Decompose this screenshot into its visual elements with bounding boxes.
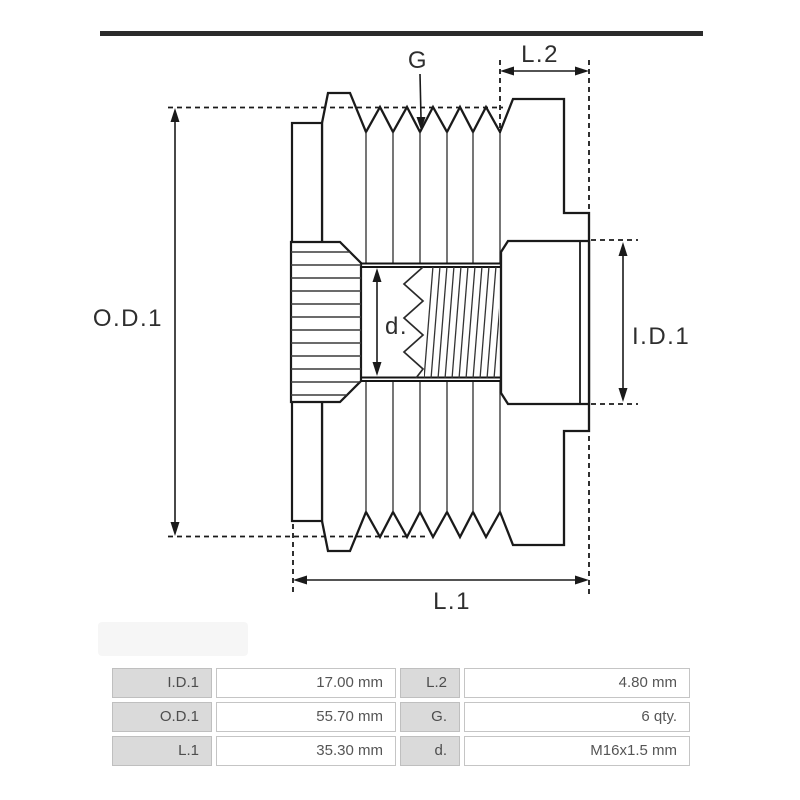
- dimension-d: d.: [372, 268, 408, 376]
- dimension-g: G: [408, 47, 428, 130]
- pulley-body: [289, 91, 591, 553]
- dimension-label-g: G: [408, 47, 428, 74]
- top-divider-bar: [100, 31, 703, 36]
- spec-value-g: 6 qty.: [464, 702, 690, 732]
- dimension-l2: L.2: [499, 41, 590, 214]
- spec-label-g: G.: [400, 702, 460, 732]
- dimension-label-l1: L.1: [433, 588, 471, 615]
- dimension-od1: O.D.1: [93, 106, 503, 538]
- pulley-technical-drawing: O.D.1 L.2 G I.D.1: [93, 41, 690, 615]
- thread-hatching: [424, 267, 499, 378]
- spec-label-l2: L.2: [400, 668, 460, 698]
- spec-value-od1: 55.70 mm: [216, 702, 396, 732]
- spec-table: I.D.1 17.00 mm L.2 4.80 mm O.D.1 55.70 m…: [112, 668, 690, 766]
- groove-lines: [365, 132, 501, 512]
- hub-block: [289, 240, 363, 404]
- spec-label-l1: L.1: [112, 736, 212, 766]
- dimension-label-od1: O.D.1: [93, 305, 163, 332]
- dimension-label-id1: I.D.1: [632, 323, 690, 350]
- dimension-id1: I.D.1: [591, 239, 690, 405]
- dimension-l1: L.1: [292, 436, 590, 615]
- spec-value-id1: 17.00 mm: [216, 668, 396, 698]
- dimension-label-l2: L.2: [521, 41, 559, 68]
- dimension-label-d: d.: [385, 313, 408, 340]
- faded-watermark: [98, 622, 248, 656]
- spec-value-l2: 4.80 mm: [464, 668, 690, 698]
- spec-label-d: d.: [400, 736, 460, 766]
- right-boss: [499, 239, 591, 406]
- spec-label-id1: I.D.1: [112, 668, 212, 698]
- spec-value-l1: 35.30 mm: [216, 736, 396, 766]
- thread-zigzag: [402, 266, 425, 379]
- spec-value-d: M16x1.5 mm: [464, 736, 690, 766]
- spec-label-od1: O.D.1: [112, 702, 212, 732]
